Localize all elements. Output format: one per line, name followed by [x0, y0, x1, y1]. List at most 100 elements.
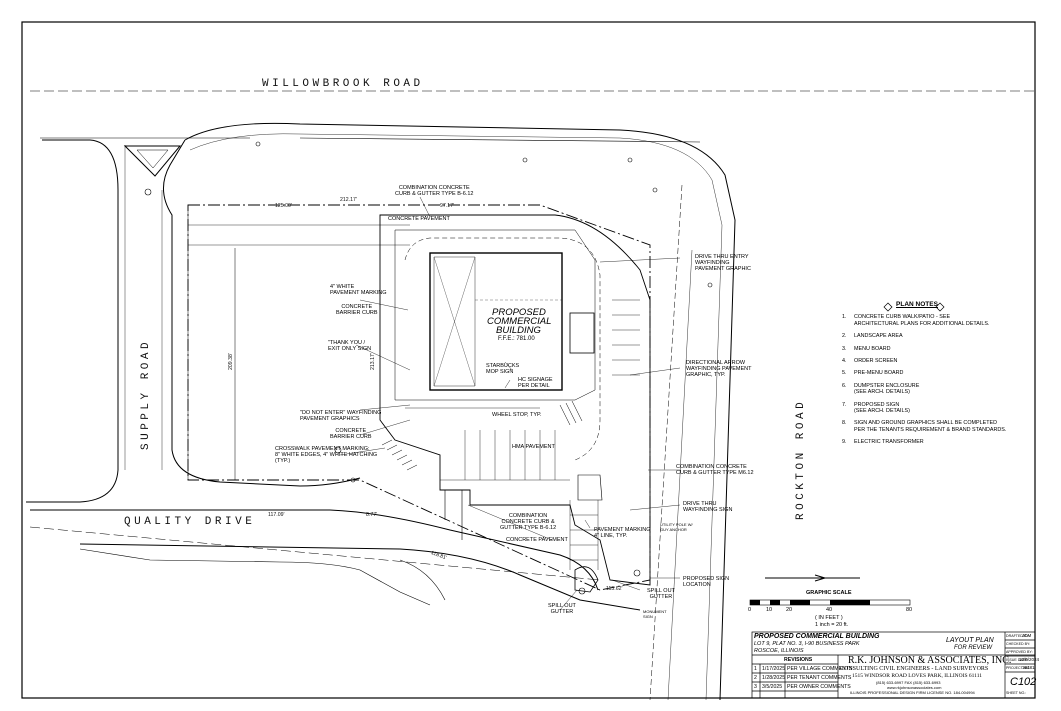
dim-115: 115.62' [606, 586, 623, 592]
scale-tick-0: 0 [748, 607, 752, 613]
callout-starbucks: STARBUCKS MOP SIGN [486, 363, 520, 375]
revision-desc: PER OWNER COMMENTS [787, 684, 851, 690]
quality-drive-north-curb [30, 509, 599, 591]
plan-note: 5.PRE-MENU BOARD [842, 370, 904, 377]
callout-proposed-sign: PROPOSED SIGN LOCATION [683, 576, 730, 588]
dim-117: 117.09' [268, 512, 285, 518]
scale-ratio: 1 inch = 20 ft. [815, 622, 849, 628]
callout-concrete-pavement-top: CONCRETE PAVEMENT [388, 216, 450, 222]
dim-212: 212.17' [340, 197, 357, 203]
project-title: PROPOSED COMMERCIAL BUILDING [754, 633, 880, 640]
supply-road-west-curb [26, 139, 119, 503]
sheet-title-1: LAYOUT PLAN [946, 637, 994, 644]
callout-spill-out-1: SPILL OUT GUTTER [548, 603, 576, 615]
quality-drive-south-curb [79, 543, 641, 611]
crosswalk-hatching [381, 400, 583, 471]
scale-tick-10: 10 [766, 607, 773, 613]
sheet-no-label: SHEET NO.: [1006, 691, 1027, 695]
revision-desc: PER TENANT COMMENTS [787, 675, 852, 681]
firm-web: www.rkjohnsonassociates.com [887, 685, 942, 690]
plan-notes-title: PLAN NOTES [896, 301, 938, 308]
quality-drive-centerline [29, 526, 601, 581]
drafted-by: JCM [1022, 633, 1032, 638]
callout-spill-out-2: SPILL OUT GUTTER [647, 588, 675, 600]
graphic-scale-fill [750, 600, 870, 605]
callout-barrier-curb-1: CONCRETE BARRIER CURB [336, 304, 378, 316]
callout-monument: MONUMENT SIGN [643, 609, 667, 619]
parking-stalls [405, 299, 640, 570]
callout-hc-signage: HC SIGNAGE PER DETAIL [518, 377, 553, 389]
approved-by-label: APPROVED BY: [1006, 650, 1033, 654]
willowbrook-south-curb [184, 122, 736, 701]
rockton-road-label: ROCKTON ROAD [795, 398, 807, 520]
revision-date: 1/17/2025 [762, 666, 786, 672]
revision-desc: PER VILLAGE COMMENTS [787, 666, 853, 672]
plan-note: 3.MENU BOARD [842, 345, 891, 352]
scale-tick-20: 20 [786, 607, 793, 613]
callout-hma: HMA PAVEMENT [512, 444, 555, 450]
firm-address: 1515 WINDSOR ROAD LOVES PARK, ILLINOIS 6… [852, 673, 983, 679]
revision-no: 3 [754, 684, 757, 690]
proposed-building-outline [429, 252, 563, 391]
callout-crosswalk: CROSSWALK PAVEMENT MARKING: 8" WHITE EDG… [275, 446, 378, 464]
dim-209: 209.38' [228, 353, 234, 370]
landscape-island [577, 474, 603, 501]
callout-drive-thru-entry: DRIVE THRU ENTRY WAYFINDING PAVEMENT GRA… [695, 254, 751, 272]
plan-note: 2.LANDSCAPE AREA [842, 333, 903, 340]
utility-symbols [144, 141, 713, 595]
firm-name: R.K. JOHNSON & ASSOCIATES, INC. [848, 655, 1012, 666]
sheet-number: C102 [1010, 676, 1037, 688]
callout-directional-arrow: DIRECTIONAL ARROW WAYFINDING PAVEMENT GR… [686, 360, 752, 378]
firm-phone: (815) 633-6997 FAX (815) 633-6993 [876, 680, 941, 685]
revision-no: 2 [754, 675, 757, 681]
sheet-title-2: FOR REVIEW [954, 645, 993, 651]
callout-combo-curb-right: COMBINATION CONCRETE CURB & GUTTER TYPE … [676, 464, 754, 476]
project-no-label: PROJECT NO.: [1006, 666, 1032, 670]
dumpster-enclosure [569, 312, 595, 354]
building-label-line1: PROPOSED [492, 307, 546, 318]
title-block-grid [751, 631, 1036, 699]
callout-do-not-enter: "DO NOT ENTER" WAYFINDING PAVEMENT GRAPH… [300, 410, 382, 422]
drive-thru-lane [404, 237, 601, 461]
checked-by-label: CHECKED BY: [1006, 642, 1031, 646]
plan-notes-diamond-left [883, 302, 893, 312]
supply-road-label: SUPPLY ROAD [140, 338, 152, 450]
scale-unit: ( IN FEET ) [815, 615, 843, 621]
revisions-header: REVISIONS [784, 657, 813, 663]
supply-road-east-curb [163, 139, 361, 487]
project-no: 18481 [1022, 665, 1035, 670]
callout-utility-pole: UTILITY POLE W/ GUY ANCHOR [660, 522, 693, 532]
plan-notes-diamond-right [935, 302, 945, 312]
revision-no: 1 [754, 666, 757, 672]
drafted-by-label: DRAFTED BY: [1006, 634, 1030, 638]
plan-note: 8.SIGN AND GROUND GRAPHICS SHALL BE COMP… [842, 420, 1007, 433]
scale-tick-40: 40 [826, 607, 833, 613]
building-ffe: F.F.E.: 781.00 [498, 336, 535, 342]
callout-pavement-marking: PAVEMENT MARKING 4" LINE, TYP. [594, 527, 651, 539]
callout-drive-thru-sign: DRIVE THRU WAYFINDING SIGN [683, 501, 733, 513]
project-location: ROSCOE, ILLINOIS [754, 648, 804, 654]
quality-drive-label: QUALITY DRIVE [124, 516, 256, 528]
callout-thank-you: "THANK YOU / EXIT ONLY SIGN [328, 340, 372, 352]
callout-combo-curb-top: COMBINATION CONCRETE CURB & GUTTER TYPE … [395, 185, 474, 197]
plan-note: 4.ORDER SCREEN [842, 358, 898, 365]
revision-date: 1/28/2025 [762, 675, 786, 681]
plan-note: 6.DUMPSTER ENCLOSURE (SEE ARCH. DETAILS) [842, 382, 920, 396]
building-label-line2: COMMERCIAL [487, 316, 552, 327]
callout-wheel-stop: WHEEL STOP, TYP. [492, 412, 542, 418]
leader-lines [339, 196, 681, 611]
dim-125: 125.00' [275, 203, 292, 209]
plan-note: 7.PROPOSED SIGN (SEE ARCH. DETAILS) [842, 401, 910, 415]
rockton-road-line [649, 184, 683, 701]
callout-barrier-curb-2: CONCRETE BARRIER CURB [330, 428, 372, 440]
site-pavement-outline [379, 214, 651, 586]
dim-97: 97.17' [440, 203, 454, 209]
plan-note: 1.CONCRETE CURB WALK/PATIO - SEE ARCHITE… [842, 314, 990, 327]
traffic-island [123, 145, 182, 177]
plan-note: 9.ELECTRIC TRANSFORMER [842, 439, 924, 446]
scale-tick-80: 80 [906, 607, 913, 613]
issue-date: 12/9/2024 [1019, 657, 1040, 662]
callout-combo-curb-bottom: COMBINATION CONCRETE CURB & GUTTER TYPE … [500, 513, 557, 531]
dim-8: 8.77' [366, 512, 378, 518]
